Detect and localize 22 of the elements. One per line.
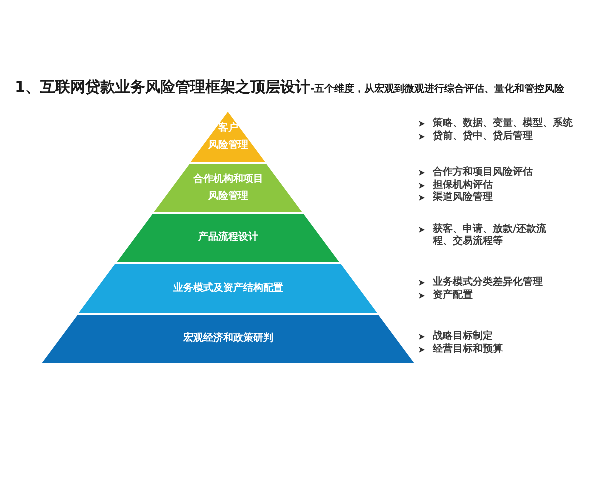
- bullet-text: 战略目标制定: [433, 331, 493, 343]
- pyramid-layer: [117, 214, 340, 262]
- bullet-text: 贷前、贷中、贷后管理: [433, 130, 533, 142]
- subtitle: -五个维度，从宏观到微观进行综合评估、量化和管控风险: [310, 83, 565, 96]
- bullet-text: 经营目标和预算: [433, 344, 503, 356]
- layer-label: 客户风险管理: [207, 121, 250, 153]
- bullet-text: 策略、数据、变量、模型、系统: [433, 118, 573, 130]
- pyramid-layer: [154, 164, 303, 212]
- pyramid-layer: [79, 264, 378, 313]
- bullet-text: 合作方和项目风险评估: [433, 167, 533, 179]
- pyramid-layer: [42, 314, 415, 363]
- pyramid-layer: [191, 112, 266, 162]
- bullet-text: 获客、申请、放款/还款流程、交易流程等: [433, 224, 548, 248]
- layer-label: 产品流程设计: [198, 230, 258, 246]
- bullet-text: 渠道风险管理: [433, 192, 493, 204]
- bullet-text: 担保机构评估: [433, 180, 493, 192]
- layer-label: 业务模式及资产结构配置: [173, 282, 284, 296]
- bullet-text: 资产配置: [433, 290, 473, 302]
- title: 1、互联网贷款业务风险管理框架之顶层设计: [15, 78, 310, 97]
- layer-label: 合作机构和项目风险管理: [192, 172, 264, 204]
- layer-label: 宏观经济和政策研判: [183, 331, 274, 346]
- bullet-text: 业务模式分类差异化管理: [433, 277, 543, 289]
